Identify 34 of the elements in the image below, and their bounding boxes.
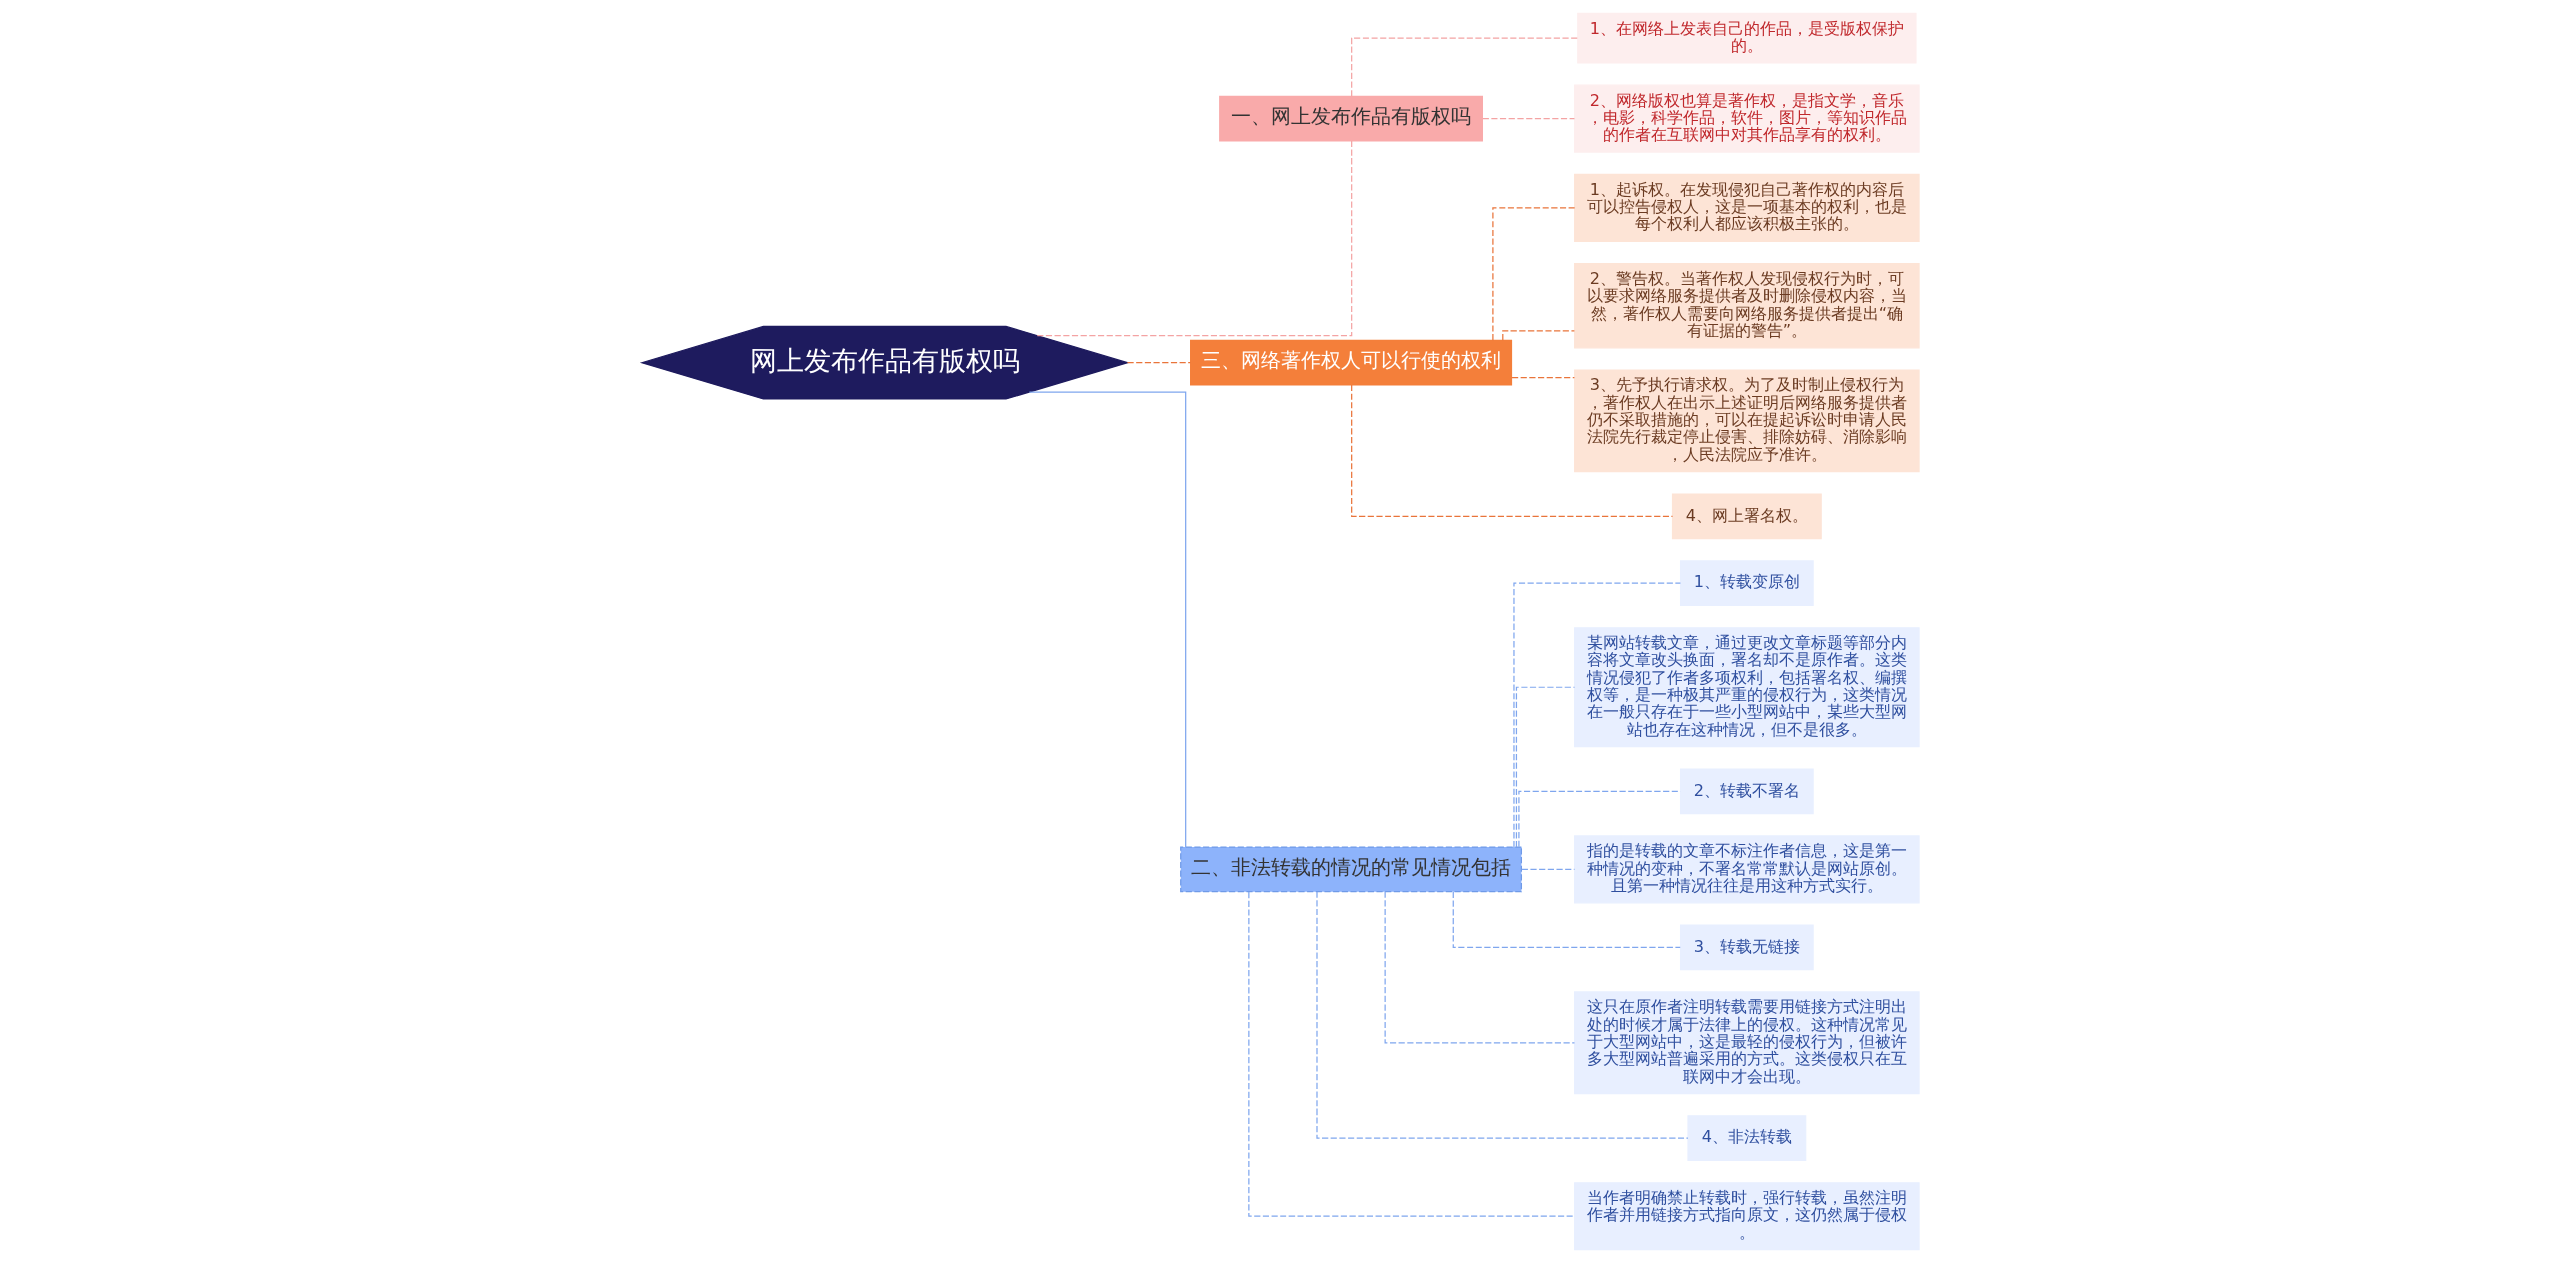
node-box: 当作者明确禁止转载时，强行转载，虽然注明作者并用链接方式指向原文，这仍然属于侵权。: [1573, 1182, 1920, 1251]
connector: [1028, 391, 1186, 848]
connector: [1247, 891, 1575, 1217]
connector: [1384, 891, 1575, 1044]
connector: [1036, 140, 1352, 337]
node-box: 二、非法转载的情况的常见情况包括: [1179, 846, 1522, 893]
connector: [1452, 891, 1681, 948]
connector: [1126, 362, 1191, 364]
node-box: 4、网上署名权。: [1671, 493, 1822, 540]
node-box: 2、网络版权也算是著作权，是指文学，音乐，电影，科学作品，软件，图片，等知识作品的作者在互联网中对其作品享有的权利。: [1573, 84, 1920, 153]
connector: [1491, 207, 1575, 341]
node-box: 这只在原作者注明转载需要用链接方式注明出处的时候才属于法律上的侵权。这种情况常见于大型网站中，这是最轻的侵权行为，但被许多大型网站普遍采用的方式。这类侵权只在互联网中才会出现。: [1573, 991, 1920, 1095]
node-box: 一、网上发布作品有版权吗: [1218, 95, 1483, 142]
connector: [1315, 891, 1689, 1139]
node-box: 3、转载无链接: [1679, 924, 1814, 971]
connector: [1515, 686, 1575, 848]
node-box: 3、先予执行请求权。为了及时制止侵权行为，著作权人在出示上述证明后网络服务提供者仍不采取措施的，可以在提起诉讼时申请人民法院先行裁定停止侵害、排除妨碍、消除影响，人民法院应予准许。: [1573, 369, 1920, 473]
node-box: 1、起诉权。在发现侵犯自己著作权的内容后可以控告侵权人，这是一项基本的权利，也是每个权利人都应该积极主张的。: [1573, 173, 1920, 242]
node-box: 1、转载变原创: [1679, 560, 1814, 607]
node-box: 某网站转载文章，通过更改文章标题等部分内容将文章改头换面，署名却不是原作者。这类情况侵犯了作者多项权利，包括署名权、编撰权等，是一种极其严重的侵权行为，这类情况在一般只存在于一些小型网站中，某些大型网站也存在这种情况，但不是很多。: [1573, 627, 1920, 748]
connector: [1350, 384, 1673, 517]
connector: [1512, 582, 1681, 848]
connector: [1481, 118, 1575, 120]
connector: [1517, 790, 1681, 848]
node-box: 4、非法转载: [1686, 1115, 1806, 1162]
node-box: 2、转载不署名: [1679, 768, 1814, 815]
node-box: 1、在网络上发表自己的作品，是受版权保护的。: [1576, 12, 1917, 64]
node-box: 三、网络著作权人可以行使的权利: [1189, 339, 1512, 386]
connector: [1350, 37, 1578, 97]
node-box: 2、警告权。当著作权人发现侵权行为时，可以要求网络服务提供者及时删除侵权内容，当然，著作权人需要向网络服务提供者提出“确有证据的警告”。: [1573, 262, 1920, 349]
node-box: 指的是转载的文章不标注作者信息，这是第一种情况的变种，不署名常常默认是网站原创。且第一种情况往往是用这种方式实行。: [1573, 835, 1920, 904]
connector: [1520, 868, 1575, 870]
connector: [1510, 376, 1575, 379]
connector: [1501, 330, 1575, 341]
